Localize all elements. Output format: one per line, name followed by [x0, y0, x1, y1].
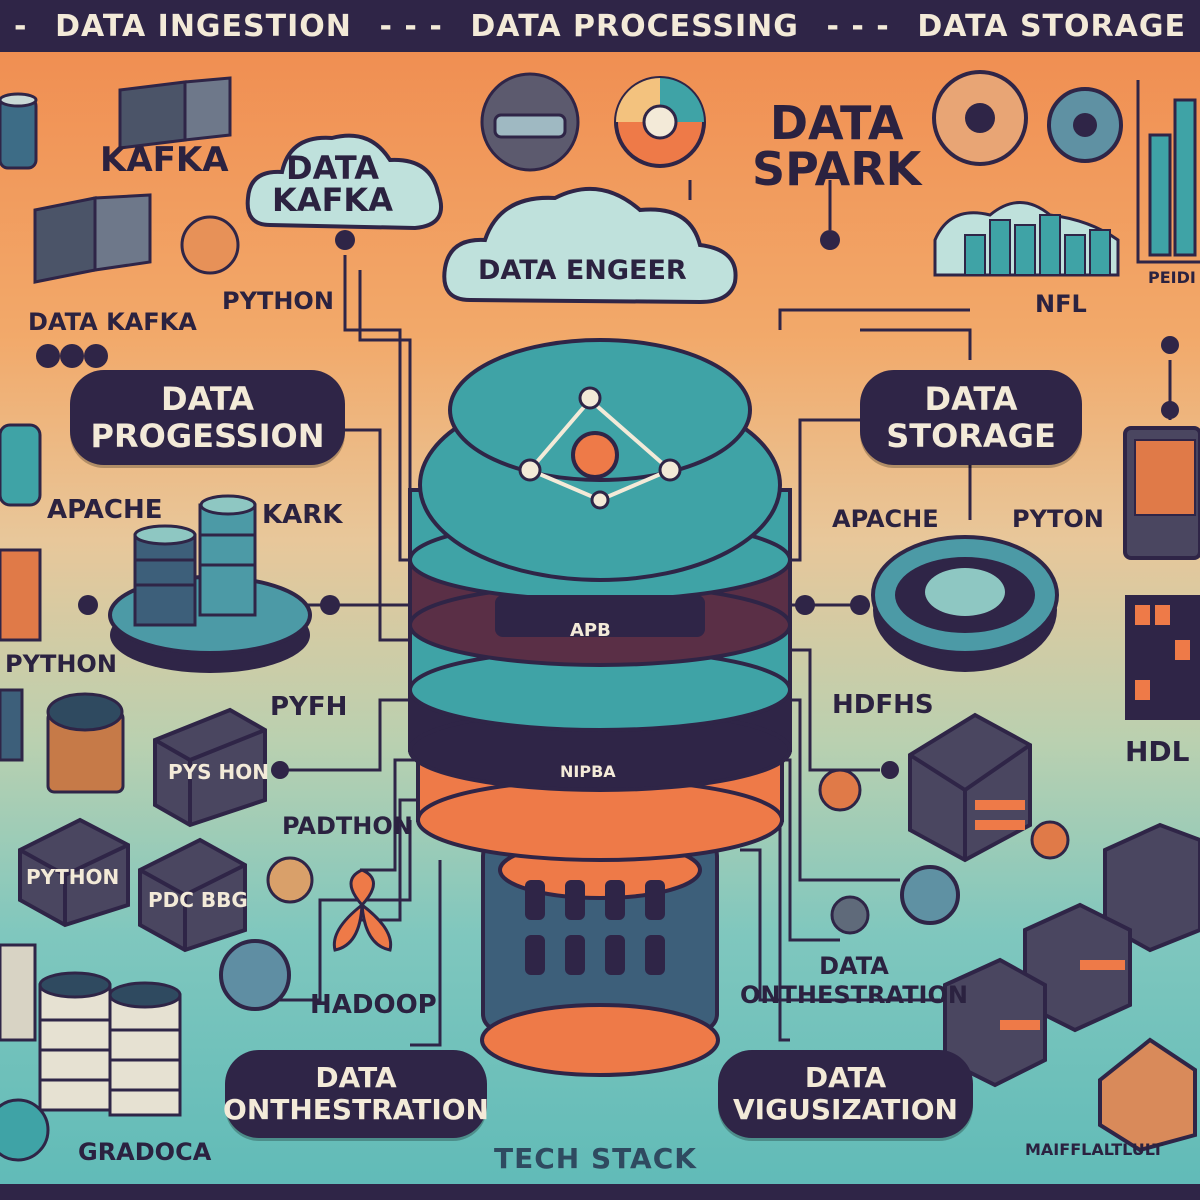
heading-data-spark-line2: SPARK	[752, 142, 922, 196]
pill-data-vigusization-line2: VIGUSIZATION	[733, 1093, 958, 1126]
label-kafka: KAFKA	[100, 140, 229, 180]
pill-data-onthestration-line2: ONTHESTRATION	[223, 1093, 489, 1126]
header-item-data-processing: DATA PROCESSING	[470, 8, 799, 44]
pill-data-storage-line1: DATA	[924, 379, 1018, 418]
label-nfl: NFL	[1035, 290, 1087, 318]
label-data-kafka: DATA KAFKA	[28, 308, 197, 336]
label-cube-python: PYTHON	[26, 865, 120, 889]
header-separator: - - -	[379, 8, 443, 44]
pill-data-storage-line2: STORAGE	[886, 416, 1056, 455]
header-separator: -	[14, 8, 28, 44]
label-data-onthestration-line2: ONTHESTRATION	[740, 980, 968, 1009]
label-hdl: HDL	[1125, 735, 1190, 768]
label-data-onthestration-line1: DATA	[819, 952, 889, 980]
label-padthon: PADTHON	[282, 812, 413, 840]
pill-data-progession-line2: PROGESSION	[90, 416, 325, 455]
pill-data-progession-line1: DATA	[161, 379, 254, 418]
pill-data-progession: DATA PROGESSION	[70, 370, 345, 465]
label-hdfhs: HDFHS	[832, 690, 934, 720]
label-peidi: PEIDI	[1148, 268, 1196, 287]
header-separator: - - -	[826, 8, 890, 44]
heading-data-spark: DATA SPARK	[752, 100, 921, 192]
cloud-data-kafka: DATA KAFKA	[272, 152, 393, 216]
footer-bar	[0, 1184, 1200, 1200]
pill-data-vigusization: DATA VIGUSIZATION	[718, 1050, 973, 1138]
header-bar: - DATA INGESTION - - - DATA PROCESSING -…	[0, 0, 1200, 52]
header-item-data-storage: DATA STORAGE	[917, 8, 1186, 44]
label-apache-left: APACHE	[47, 495, 163, 525]
label-python-top: PYTHON	[222, 287, 334, 315]
label-pyton-right: PYTON	[1012, 505, 1104, 533]
label-pyfh: PYFH	[270, 692, 348, 722]
label-hadoop: HADOOP	[310, 990, 437, 1020]
label-gradoca: GRADOCA	[78, 1138, 212, 1166]
label-maiffl: MAIFFLALTLULT	[1025, 1140, 1164, 1159]
heading-data-spark-line1: DATA	[769, 96, 904, 150]
header-item-data-ingestion: DATA INGESTION	[55, 8, 352, 44]
label-kark: KARK	[262, 500, 343, 530]
cloud-data-kafka-line1: DATA	[286, 149, 379, 187]
pill-data-onthestration-line1: DATA	[315, 1060, 397, 1094]
cloud-data-engeer: DATA ENGEER	[478, 255, 687, 286]
pill-data-vigusization-line1: DATA	[804, 1060, 887, 1094]
cloud-data-kafka-line2: KAFKA	[272, 181, 393, 219]
label-tech-stack: TECH STACK	[494, 1142, 697, 1175]
pill-data-onthestration: DATA ONTHESTRATION	[223, 1050, 489, 1138]
label-apache-right: APACHE	[832, 505, 939, 533]
label-cube-pys-hon: PYS HON	[168, 760, 269, 784]
label-data-onthestration: DATA ONTHESTRATION	[740, 952, 968, 1010]
label-cube-pdc: PDC BBG	[148, 888, 248, 912]
label-apb: APB	[570, 620, 611, 641]
label-nipba: NIPBA	[560, 762, 616, 781]
label-python-left: PYTHON	[5, 650, 117, 678]
pill-data-storage: DATA STORAGE	[860, 370, 1082, 465]
